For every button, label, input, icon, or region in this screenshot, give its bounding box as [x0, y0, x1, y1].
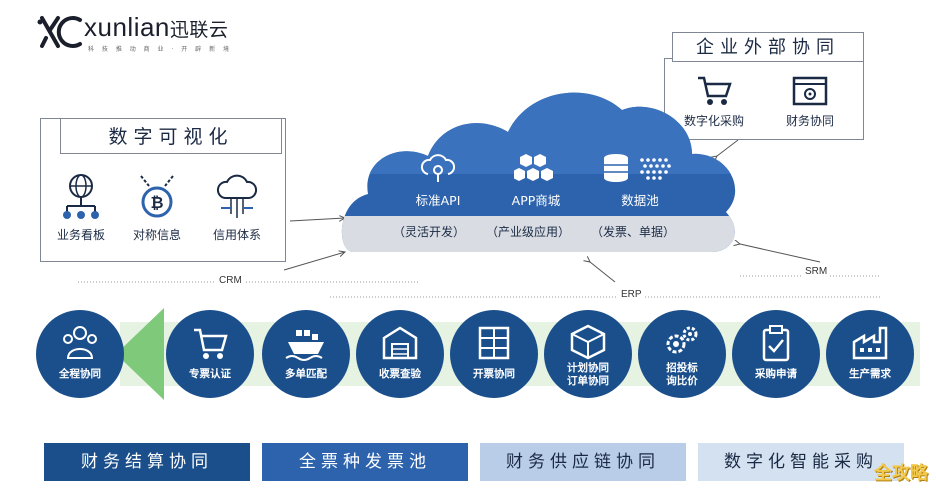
flow-step-label-line: 订单协同: [567, 375, 609, 387]
watermark: 全攻略: [874, 463, 928, 484]
flow-step-label-line: 询比价: [666, 375, 698, 387]
flow-step-label: 生产需求: [849, 368, 891, 380]
network-globe-icon: [63, 174, 99, 219]
flow-step-label: 全程协同: [59, 368, 101, 380]
bar-finance-settlement: 财务结算协同: [44, 443, 250, 481]
external-title: 企业外部协同: [672, 32, 864, 62]
logo-cn-name: 迅联云: [169, 19, 229, 41]
flow-step-label: 采购申请: [755, 368, 797, 380]
gears-icon: [666, 326, 698, 354]
bar-supply-chain: 财务供应链协同: [480, 443, 686, 481]
cloud-item-appstore: APP商城: [496, 152, 576, 209]
flow-step-billing: 开票协同: [450, 310, 538, 398]
flow-step-label: 专票认证: [189, 368, 231, 380]
bar-smart-procurement: 数字化智能采购: [698, 443, 904, 481]
cloud-item-label: APP商城: [511, 193, 561, 208]
hexagon-cluster-icon: [514, 154, 553, 181]
flow-step-production: 生产需求: [826, 310, 914, 398]
factory-icon: [852, 326, 888, 360]
external-item-procurement: 数字化采购: [668, 74, 760, 129]
visualization-label: 对称信息: [132, 228, 181, 242]
flow-step-label: 计划协同 订单协同: [544, 362, 632, 388]
flow-step-receipt-check: 收票查验: [356, 310, 444, 398]
flow-step-plan-order: 计划协同 订单协同: [544, 310, 632, 398]
flow-step-label: 收票查验: [379, 368, 421, 380]
warehouse-icon: [382, 326, 418, 360]
external-label: 数字化采购: [683, 114, 744, 128]
visualization-item-credit: 信用体系: [200, 172, 274, 243]
clipboard-icon: [762, 325, 790, 362]
flow-step-label-line: 计划协同: [567, 362, 609, 374]
team-icon: [63, 326, 97, 359]
flow-step-invoice-auth: 专票认证: [166, 310, 254, 398]
xunlian-logo-icon: [37, 16, 82, 48]
cloud-item-sublabel: （灵活开发）: [393, 225, 466, 239]
svg-text:₿: ₿: [150, 193, 163, 212]
bar-invoice-pool: 全票种发票池: [262, 443, 468, 481]
flow-step-label: 招投标 询比价: [638, 362, 726, 388]
cloud-circuit-icon: [216, 174, 258, 218]
cloud-item-api: 标准API: [398, 152, 478, 209]
settings-window-icon: [792, 76, 828, 106]
visualization-title: 数字可视化: [60, 118, 282, 154]
cloud-item-sublabel: （产业级应用）: [486, 225, 571, 239]
cloud-item-label: 标准API: [415, 193, 461, 208]
cloud-item-label: 数据池: [621, 193, 659, 208]
ship-icon: [285, 330, 324, 361]
cloud-api-icon: [420, 154, 456, 182]
brand-logo: xunlian迅联云 科 技 推 动 商 业 · 开 辟 新 境: [36, 10, 266, 54]
logo-tagline: 科 技 推 动 商 业 · 开 辟 新 境: [88, 46, 232, 53]
visualization-label: 业务看板: [56, 228, 105, 242]
logo-wordmark: xunlian迅联云: [84, 12, 229, 42]
erp-label: ERP: [618, 289, 645, 300]
database-icon: [604, 154, 671, 182]
crm-label: CRM: [216, 275, 245, 286]
flow-step-matching: 多单匹配: [262, 310, 350, 398]
visualization-item-dashboard: 业务看板: [44, 172, 118, 243]
cabinet-icon: [478, 326, 510, 360]
external-item-finance: 财务协同: [764, 74, 856, 129]
visualization-item-symmetric-info: ₿ 对称信息: [120, 172, 194, 243]
bitcoin-chain-icon: ₿: [140, 175, 174, 218]
shopping-cart-icon: [698, 76, 732, 105]
cart-icon: [194, 328, 228, 359]
flow-step-label: 多单匹配: [285, 368, 327, 380]
box-icon: [570, 324, 606, 360]
cloud-item-sublabel: （发票、单据）: [591, 225, 676, 239]
flow-step-purchase-request: 采购申请: [732, 310, 820, 398]
flow-step-label-line: 招投标: [666, 362, 698, 374]
visualization-label: 信用体系: [212, 228, 261, 242]
cloud-item-datapool: 数据池: [592, 152, 688, 209]
platform-cloud: [341, 92, 736, 252]
external-label: 财务协同: [785, 114, 834, 128]
flow-arrow: [116, 308, 164, 400]
flow-step-label: 开票协同: [473, 368, 515, 380]
srm-label: SRM: [802, 266, 831, 277]
flow-step-collaboration: 全程协同: [36, 310, 124, 398]
flow-step-bidding: 招投标 询比价: [638, 310, 726, 398]
